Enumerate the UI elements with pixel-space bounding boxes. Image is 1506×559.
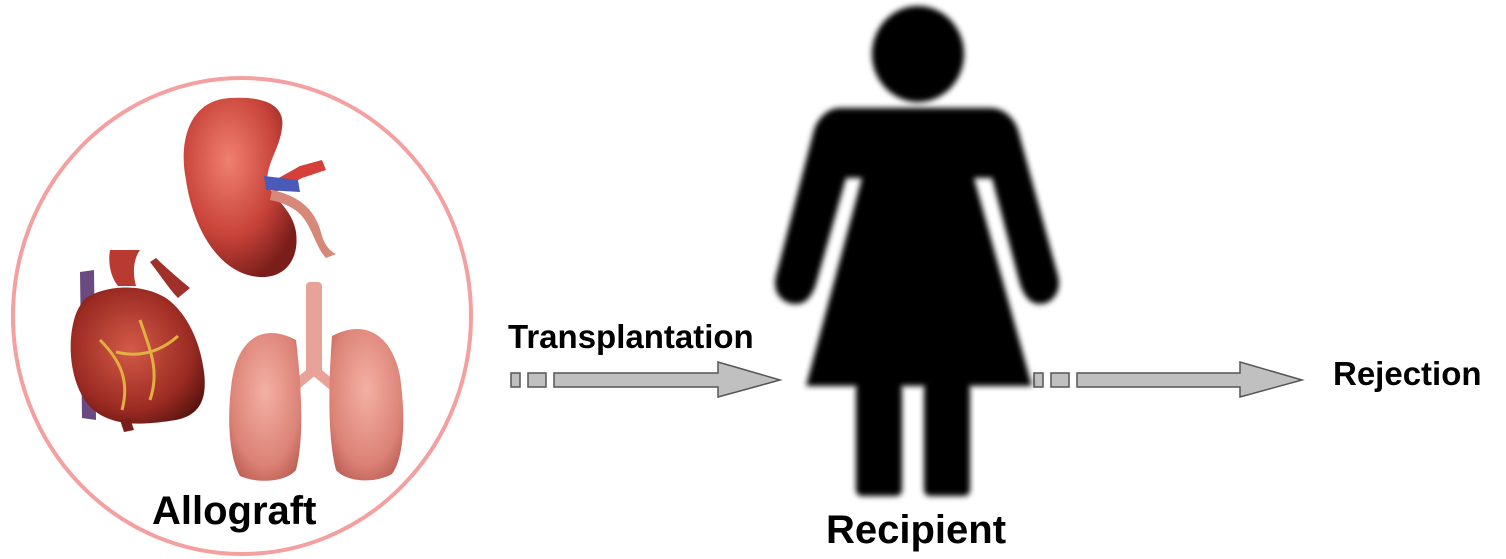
- arrow-right-icon: [1034, 362, 1302, 397]
- lungs-icon: [229, 282, 403, 481]
- recipient-label: Recipient: [826, 508, 1006, 553]
- heart-icon: [71, 250, 205, 432]
- kidney-icon: [184, 98, 336, 277]
- arrow-right-icon: [511, 362, 780, 397]
- transplantation-label: Transplantation: [508, 318, 754, 356]
- woman-silhouette-icon: [775, 6, 1059, 496]
- allograft-label: Allograft: [152, 489, 316, 534]
- rejection-label: Rejection: [1333, 355, 1482, 393]
